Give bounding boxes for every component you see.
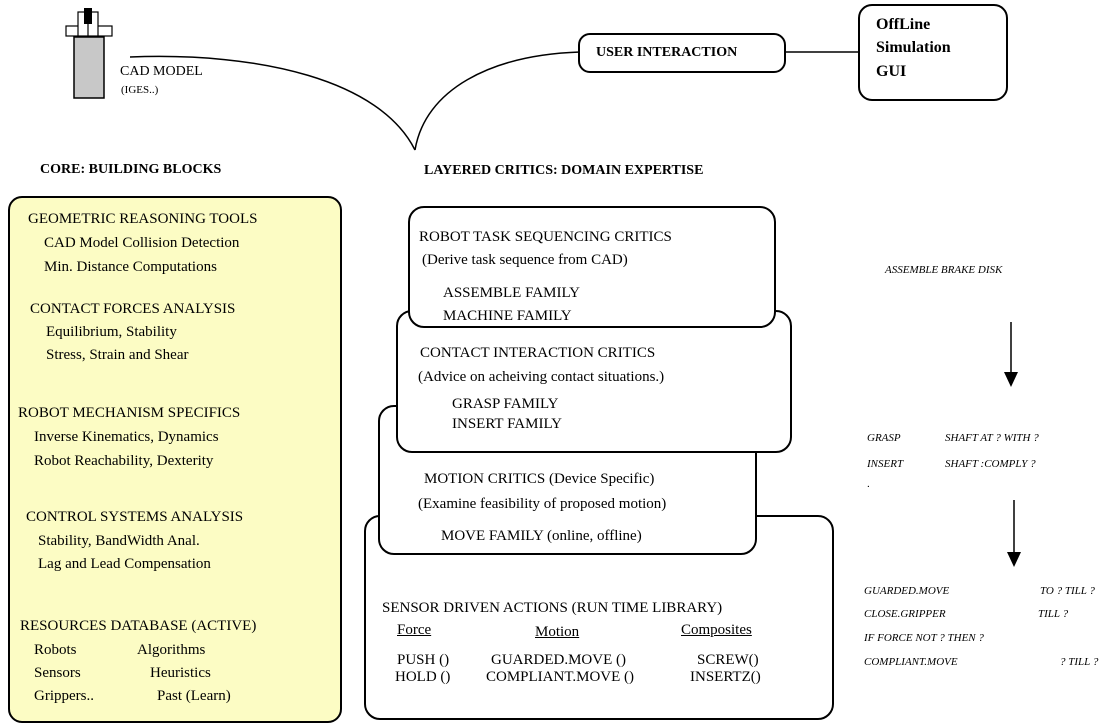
machine-family: MACHINE FAMILY <box>443 308 572 324</box>
control-systems-title: CONTROL SYSTEMS ANALYSIS <box>26 509 244 525</box>
action-hold: HOLD () <box>395 669 451 685</box>
cad-model-format: (IGES..) <box>121 84 159 96</box>
geometric-tool-item: Min. Distance Computations <box>44 259 217 275</box>
contact-forces-item: Stress, Strain and Shear <box>46 347 189 363</box>
offline-simulation-gui-box[interactable]: OffLine Simulation GUI <box>858 4 1008 101</box>
contact-interaction-subtitle: (Advice on acheiving contact situations.… <box>418 369 665 385</box>
cad-connector-curve <box>129 55 416 151</box>
resource-robots: Robots <box>34 642 77 658</box>
example-if-force: IF FORCE NOT ? THEN ? <box>864 632 984 644</box>
cad-model-icon <box>65 8 113 99</box>
example-guarded-move-args: TO ? TILL ? <box>1040 585 1095 597</box>
contact-forces-item: Equilibrium, Stability <box>46 324 177 340</box>
contact-interaction-layer <box>396 310 792 453</box>
example-close-gripper-args: TILL ? <box>1038 608 1069 620</box>
arrow-2-head <box>1007 552 1021 567</box>
resource-sensors: Sensors <box>34 665 81 681</box>
robot-mechanism-title: ROBOT MECHANISM SPECIFICS <box>18 405 241 421</box>
task-sequencing-layer <box>408 206 776 328</box>
example-task-assemble: ASSEMBLE BRAKE DISK <box>885 264 1003 276</box>
task-sequencing-title: ROBOT TASK SEQUENCING CRITICS <box>419 229 672 245</box>
geometric-tools-title: GEOMETRIC REASONING TOOLS <box>28 211 258 227</box>
gui-label-line3: GUI <box>876 63 907 80</box>
action-screw: SCREW() <box>697 652 759 668</box>
resource-algorithms: Algorithms <box>137 642 206 658</box>
example-grasp-args: SHAFT AT ? WITH ? <box>945 432 1039 444</box>
grasp-family: GRASP FAMILY <box>452 396 559 412</box>
move-family: MOVE FAMILY (online, offline) <box>441 528 642 544</box>
column-composites: Composites <box>681 622 752 638</box>
core-building-blocks-box <box>8 196 342 723</box>
geometric-tool-item: CAD Model Collision Detection <box>44 235 240 251</box>
control-systems-item: Lag and Lead Compensation <box>38 556 211 572</box>
robot-mechanism-item: Robot Reachability, Dexterity <box>34 453 214 469</box>
layered-critics-header: LAYERED CRITICS: DOMAIN EXPERTISE <box>424 163 704 178</box>
ui-connector-curve <box>414 51 581 151</box>
example-insert: INSERT <box>867 458 904 470</box>
example-compliant-move: COMPLIANT.MOVE <box>864 656 958 668</box>
column-motion: Motion <box>535 624 580 640</box>
gui-label-line1: OffLine <box>876 16 931 33</box>
column-force: Force <box>397 622 432 638</box>
user-interaction-box[interactable]: USER INTERACTION <box>578 33 786 73</box>
example-ellipsis: . <box>867 478 870 490</box>
user-interaction-label: USER INTERACTION <box>596 45 738 60</box>
action-push: PUSH () <box>397 652 450 668</box>
example-insert-args: SHAFT :COMPLY ? <box>945 458 1036 470</box>
example-guarded-move: GUARDED.MOVE <box>864 585 950 597</box>
action-insertz: INSERTZ() <box>690 669 761 685</box>
arrow-1-head <box>1004 372 1018 387</box>
assemble-family: ASSEMBLE FAMILY <box>443 285 580 301</box>
contact-forces-title: CONTACT FORCES ANALYSIS <box>30 301 236 317</box>
resource-past: Past (Learn) <box>157 688 231 704</box>
task-sequencing-subtitle: (Derive task sequence from CAD) <box>422 252 628 268</box>
resource-heuristics: Heuristics <box>150 665 211 681</box>
cad-model-label: CAD MODEL <box>120 64 203 79</box>
control-systems-item: Stability, BandWidth Anal. <box>38 533 200 549</box>
resource-grippers: Grippers.. <box>34 688 94 704</box>
sensor-driven-actions-title: SENSOR DRIVEN ACTIONS (RUN TIME LIBRARY) <box>382 600 723 616</box>
motion-critics-subtitle: (Examine feasibility of proposed motion) <box>418 496 667 512</box>
gui-label-line2: Simulation <box>876 39 951 56</box>
example-close-gripper: CLOSE.GRIPPER <box>864 608 946 620</box>
action-compliant-move: COMPLIANT.MOVE () <box>486 669 635 685</box>
insert-family: INSERT FAMILY <box>452 416 562 432</box>
core-header: CORE: BUILDING BLOCKS <box>40 162 222 177</box>
motion-critics-title: MOTION CRITICS (Device Specific) <box>424 471 655 487</box>
example-compliant-move-args: ? TILL ? <box>1060 656 1099 668</box>
action-guarded-move: GUARDED.MOVE () <box>491 652 626 668</box>
example-grasp: GRASP <box>867 432 901 444</box>
resources-database-title: RESOURCES DATABASE (ACTIVE) <box>20 618 257 634</box>
robot-mechanism-item: Inverse Kinematics, Dynamics <box>34 429 219 445</box>
contact-interaction-title: CONTACT INTERACTION CRITICS <box>420 345 656 361</box>
